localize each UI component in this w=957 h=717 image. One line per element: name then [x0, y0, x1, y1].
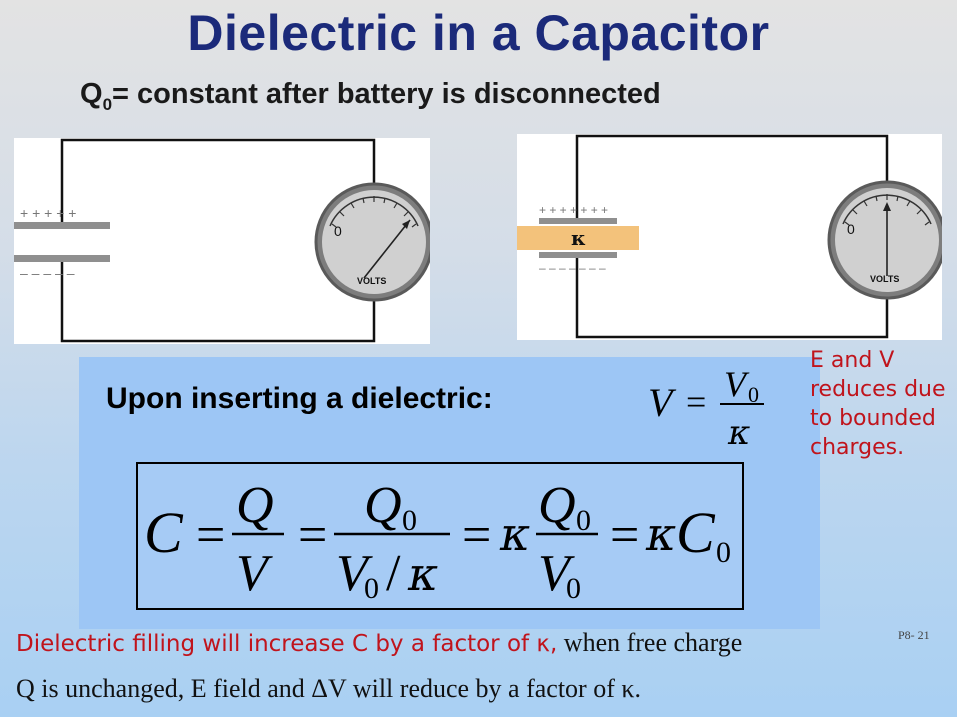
eq-equals-1: = — [196, 507, 225, 564]
subtitle-subscript: 0 — [102, 94, 113, 114]
upon-inserting-text: Upon inserting a dielectric: — [106, 382, 493, 415]
capacitance-equation: C = Q V = Q 0 V 0 / κ = κ Q 0 V 0 = — [144, 477, 731, 605]
capacitor-bottom-plate — [14, 255, 110, 262]
conclusion-line-1: Dielectric filling will increase C by a … — [16, 628, 742, 658]
meter-volts-label: VOLTS — [357, 276, 386, 286]
eq-slash: / — [386, 545, 401, 602]
plate-bottom-charges: – – – – – – – — [539, 261, 606, 275]
wire-bottom — [575, 256, 889, 339]
dielectric-slab — [517, 226, 639, 250]
eq-q0-sub: 0 — [402, 504, 417, 537]
dielectric-kappa: κ — [571, 226, 586, 250]
conclusion-red-text: Dielectric filling will increase C by a … — [16, 631, 537, 657]
voltmeter-icon — [827, 180, 942, 300]
wire-top — [575, 134, 889, 220]
page-number: P8- 21 — [898, 628, 930, 642]
capacitance-equation-box: C = Q V = Q 0 V 0 / κ = κ Q 0 V 0 = — [136, 462, 744, 610]
eq-equals-3: = — [462, 507, 491, 564]
eq-q0: Q — [364, 477, 402, 534]
eq-kappa-1: κ — [499, 507, 530, 561]
eq-v: V — [236, 545, 273, 602]
eq-v0-b: V — [538, 545, 575, 602]
slide-subtitle: Q0= constant after battery is disconnect… — [80, 78, 661, 115]
meter-zero-label: 0 — [847, 221, 855, 237]
capacitor-top-plate — [14, 222, 110, 229]
plate-top-charges: + + + + + + + — [539, 203, 608, 217]
subtitle-q: Q — [80, 78, 103, 110]
eq-kappa-den: κ — [407, 547, 438, 601]
eq-v0-b-sub: 0 — [566, 572, 581, 605]
meter-volts-label: VOLTS — [870, 274, 899, 284]
v-lhs: V — [648, 380, 677, 425]
capacitor-top-plate — [539, 218, 617, 224]
voltmeter-icon — [314, 182, 430, 302]
wire-top — [60, 138, 376, 228]
eq-q0-b: Q — [538, 477, 576, 534]
v-numerator: V — [724, 364, 750, 404]
circuit-right-diagram: κ + + + + + + + – – – – – – – — [517, 134, 942, 339]
meter-zero-label: 0 — [334, 223, 342, 239]
eq-c0: C — [676, 500, 716, 565]
capacitor-bottom-plate — [539, 252, 617, 258]
eq-c: C — [144, 500, 184, 565]
slide-title: Dielectric in a Capacitor — [187, 5, 770, 61]
eq-v0: V — [336, 545, 373, 602]
eq-equals-4: = — [610, 507, 639, 564]
conclusion-black-text: when free charge — [557, 628, 743, 657]
conclusion-kappa: κ, — [536, 631, 558, 657]
conclusion-line-2: Q is unchanged, E field and ΔV will redu… — [16, 674, 641, 703]
plate-bottom-charges: – – – – – — [20, 265, 75, 281]
subtitle-rest: = constant after battery is disconnected — [112, 78, 661, 110]
v-denominator: κ — [727, 413, 750, 452]
eq-c0-sub: 0 — [716, 536, 731, 569]
eq-equals-2: = — [298, 507, 327, 564]
plate-top-charges: + + + + + — [20, 205, 76, 221]
circuit-left-diagram: + + + + + – – – – – — [14, 138, 430, 343]
eq-q: Q — [236, 477, 274, 534]
v-numerator-sub: 0 — [748, 382, 759, 407]
voltage-equation: V = V 0 κ — [648, 364, 764, 452]
meter-needle — [363, 219, 411, 279]
reduction-note: E and V reduces due to bounded charges. — [810, 348, 946, 460]
eq-q0-b-sub: 0 — [576, 504, 591, 537]
wire-bottom — [60, 258, 376, 343]
v-equals: = — [686, 382, 706, 422]
eq-v0-sub: 0 — [364, 572, 379, 605]
circuit-without-dielectric: + + + + + – – – – – — [14, 138, 430, 344]
eq-kappa-2: κ — [645, 507, 676, 561]
circuit-with-dielectric: κ + + + + + + + – – – – – – – — [517, 134, 942, 340]
